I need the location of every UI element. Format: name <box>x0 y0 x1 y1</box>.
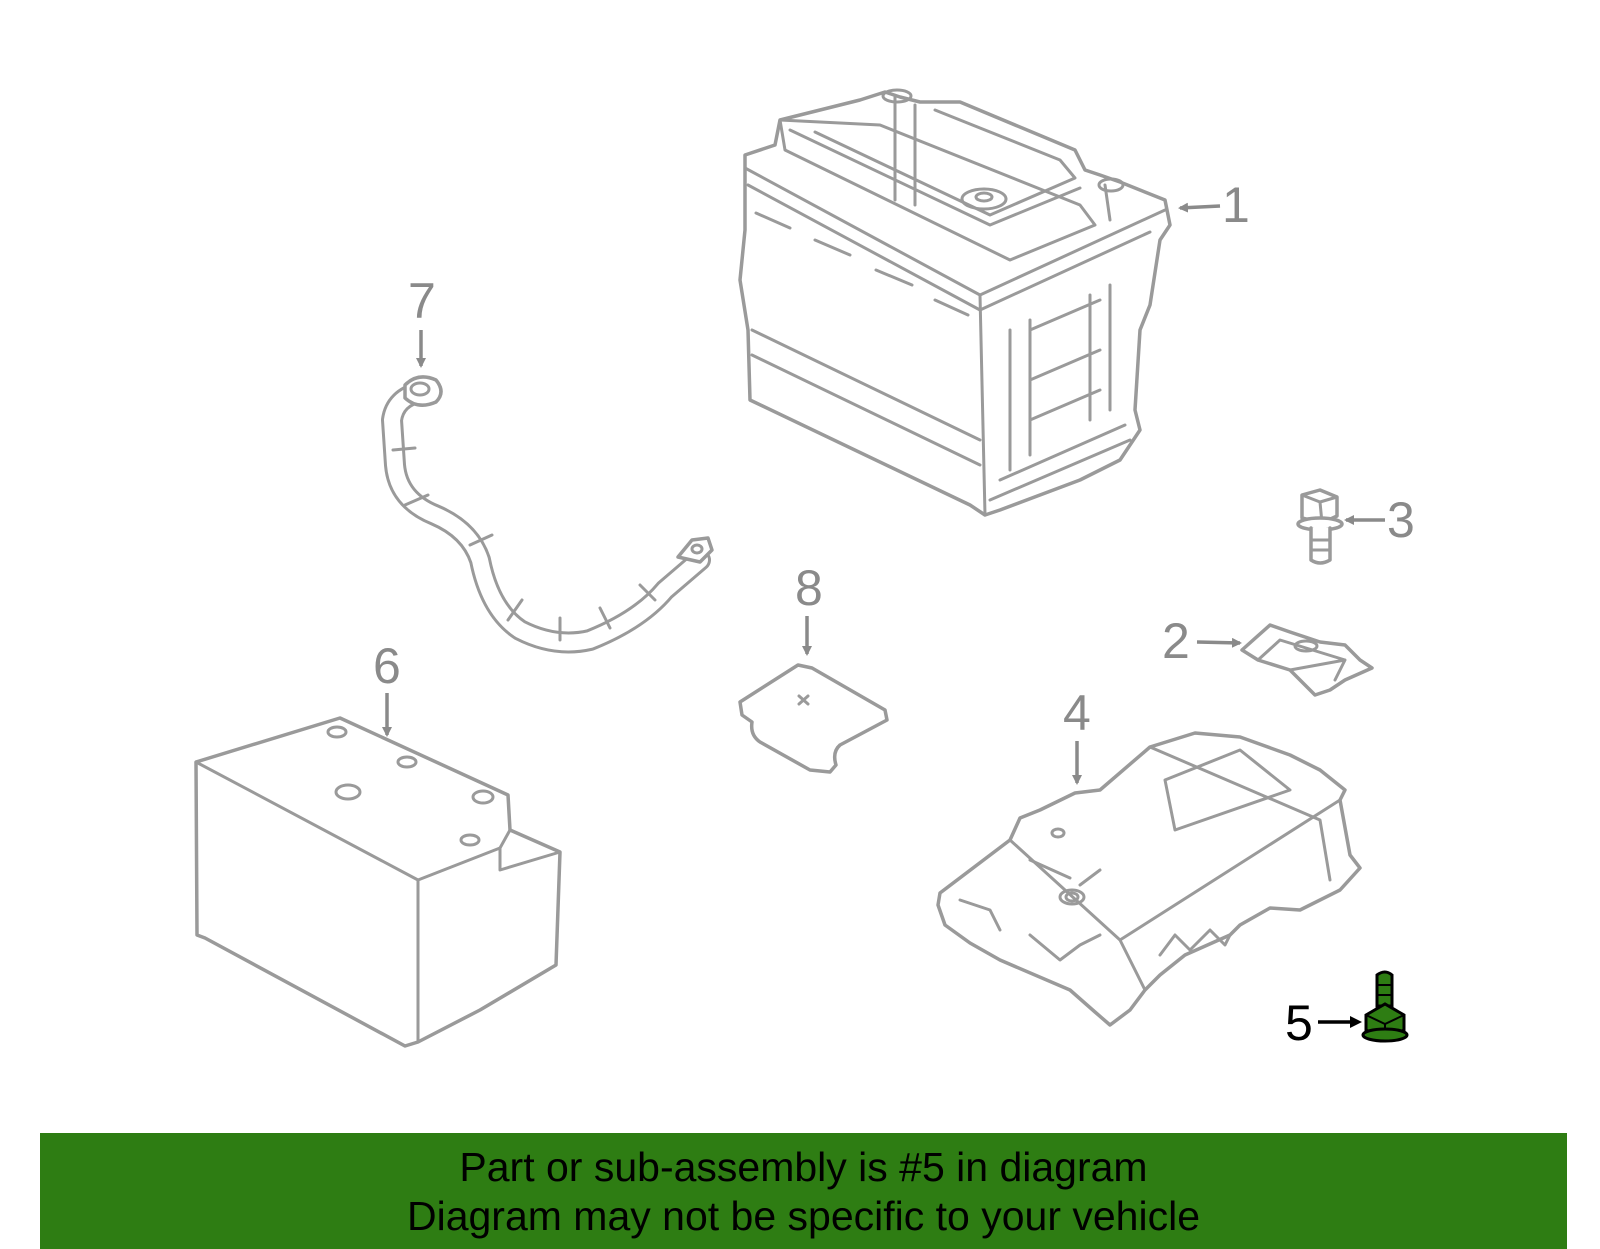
callout-2-arrow <box>1196 637 1242 648</box>
battery-tray-part[interactable] <box>936 731 1362 1027</box>
hold-down-clamp-part[interactable] <box>1240 623 1374 697</box>
callout-5: 5 <box>1285 995 1313 1051</box>
callout-4: 4 <box>1063 685 1091 741</box>
callout-1-arrow <box>1178 202 1221 213</box>
callout-1: 1 <box>1222 177 1250 233</box>
insulator-part[interactable] <box>194 716 562 1048</box>
callout-8: 8 <box>795 560 823 616</box>
callout-7: 7 <box>408 273 436 329</box>
bolt-5-part[interactable] <box>1361 970 1409 1043</box>
bolt-3-part[interactable] <box>1296 488 1344 565</box>
callout-3: 3 <box>1387 492 1415 548</box>
cable-part[interactable] <box>381 375 714 654</box>
info-banner: Part or sub-assembly is #5 in diagram Di… <box>40 1133 1567 1249</box>
banner-line-2: Diagram may not be specific to your vehi… <box>406 1193 1200 1239</box>
banner-line-1: Part or sub-assembly is #5 in diagram <box>459 1144 1148 1190</box>
callout-2: 2 <box>1162 613 1190 669</box>
pad-part[interactable] <box>738 663 889 774</box>
battery-part[interactable] <box>738 88 1172 517</box>
callout-6: 6 <box>373 638 401 694</box>
callout-5-arrowhead <box>1350 1016 1362 1028</box>
